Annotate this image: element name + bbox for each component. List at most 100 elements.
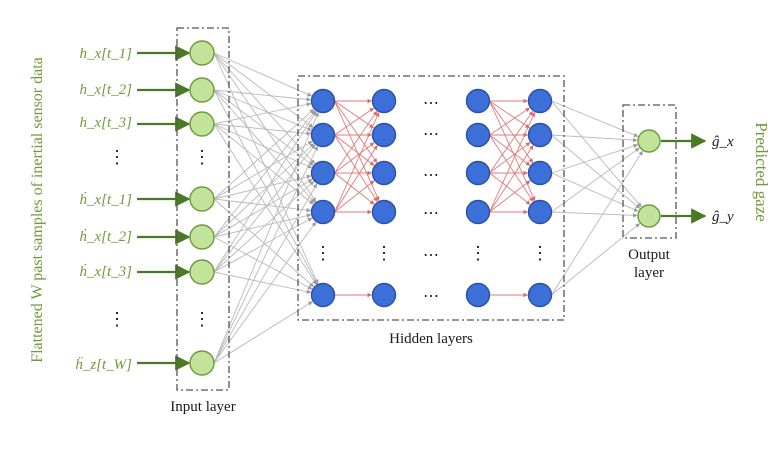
- conn-h0-0-h1-2: [334, 100, 378, 164]
- conn-in-0-h0-3: [213, 52, 317, 203]
- conn-in-6-h0-1: [213, 145, 319, 364]
- hidden-node-c2-r3: [371, 160, 397, 186]
- hidden-vdots-1: ⋮: [314, 243, 332, 263]
- input-layer-label: Input layer: [170, 399, 235, 415]
- conn-h2-0-h3-1: [489, 100, 531, 129]
- input-label-3: h_x[t_3]: [80, 115, 133, 131]
- input-node-ellipsis-1: ⋮: [193, 147, 211, 167]
- hidden-node-c2-r2: [371, 122, 397, 148]
- conn-h3-1-out-0: [551, 134, 638, 143]
- conn-h3-4-out-0: [551, 150, 643, 296]
- hidden-layers-box: [297, 75, 565, 321]
- hidden-node-c1-r1: [310, 88, 336, 114]
- input-ellipsis-1: ⋮: [108, 147, 126, 167]
- hidden-vdots-4: ⋮: [531, 243, 549, 263]
- hidden-hdots-5: ⋯: [423, 247, 439, 264]
- conn-h3-0-out-1: [551, 100, 642, 208]
- hidden-node-c4-r1: [527, 88, 553, 114]
- input-node-2: [189, 77, 215, 103]
- conn-in-6-h0-0: [213, 112, 319, 364]
- hidden-hdots-4: ⋯: [423, 205, 439, 222]
- output-layer-box: [622, 104, 677, 239]
- output-label-x: ĝ_x: [712, 134, 734, 150]
- conn-h2-3-h3-2: [489, 180, 531, 213]
- input-node-7: [189, 350, 215, 376]
- hidden-node-c1-r3: [310, 160, 336, 186]
- conn-in-5-h0-0: [213, 111, 317, 273]
- connections-layer: [137, 45, 643, 371]
- hidden-node-c2-r4: [371, 199, 397, 225]
- hidden-node-c1-r2: [310, 122, 336, 148]
- conn-in-0-h0-1: [213, 52, 314, 128]
- input-label-5: ḣ_x[t_2]: [80, 229, 133, 245]
- conn-in-2-h0-0: [213, 102, 312, 125]
- input-node-6: [189, 259, 215, 285]
- output-node-2: [637, 204, 661, 228]
- conn-h2-1-h3-0: [489, 107, 531, 136]
- conn-in-2-h0-4: [213, 123, 317, 285]
- input-node-ellipsis-2: ⋮: [193, 309, 211, 329]
- conn-in-1-h0-0: [213, 89, 312, 102]
- conn-in-6-h0-2: [213, 183, 318, 364]
- hidden-hdots-2: ⋯: [423, 126, 439, 143]
- conn-h3-3-out-0: [551, 147, 640, 213]
- input-node-4: [189, 186, 215, 212]
- hidden-node-c4-r2: [527, 122, 553, 148]
- conn-h2-2-h3-3: [489, 172, 531, 205]
- conn-in-6-h0-4: [213, 301, 313, 364]
- hidden-node-c3-r2: [465, 122, 491, 148]
- conn-h2-0-h3-2: [489, 100, 534, 164]
- hidden-node-c1-r5: [310, 282, 336, 308]
- conn-h3-2-out-0: [551, 143, 639, 174]
- hidden-node-c2-r5: [371, 282, 397, 308]
- input-node-3: [189, 111, 215, 137]
- conn-h2-1-h3-3: [489, 134, 534, 202]
- side-label-right: Predicted gaze: [752, 122, 771, 222]
- conn-h0-1-h1-0: [334, 107, 375, 136]
- input-label-1: h_x[t_1]: [80, 46, 133, 62]
- output-layer-label-line1: Output: [628, 247, 671, 263]
- hidden-node-c4-r3: [527, 160, 553, 186]
- hidden-hdots-6: ⋯: [423, 288, 439, 305]
- input-layer-box: [176, 27, 230, 391]
- conn-in-3-h0-1: [213, 140, 313, 200]
- conn-in-4-h0-2: [213, 178, 313, 238]
- conn-h0-3-h1-0: [334, 112, 380, 213]
- conn-h0-1-h1-3: [334, 134, 378, 202]
- conn-in-4-h0-1: [213, 143, 315, 238]
- conn-h0-2-h1-0: [334, 110, 378, 174]
- hidden-node-c3-r4: [465, 199, 491, 225]
- conn-in-2-h0-1: [213, 123, 312, 136]
- input-node-5: [189, 224, 215, 250]
- input-label-2: h_x[t_2]: [80, 82, 133, 98]
- conn-h0-0-h1-1: [334, 100, 375, 129]
- input-label-6: ḣ_x[t_3]: [80, 264, 133, 280]
- input-labels: h_x[t_1] h_x[t_2] h_x[t_3] ⋮ ḣ_x[t_1] ḣ_…: [75, 46, 132, 373]
- conn-in-3-h0-2: [213, 174, 312, 200]
- hidden-node-c3-r5: [465, 282, 491, 308]
- hidden-layers-label: Hidden layers: [389, 331, 473, 347]
- hidden-node-c1-r4: [310, 199, 336, 225]
- conn-h3-1-out-1: [551, 134, 641, 209]
- conn-h2-3-h3-1: [489, 145, 534, 213]
- conn-h2-2-h3-0: [489, 110, 534, 174]
- output-label-y: ĝ_y: [712, 209, 734, 225]
- conn-in-1-h0-2: [213, 89, 314, 166]
- nodes-layer: [189, 40, 661, 376]
- hidden-node-c4-r4: [527, 199, 553, 225]
- side-label-left: Flattened W past samples of inertial sen…: [29, 57, 46, 363]
- conn-in-6-h0-3: [213, 221, 317, 364]
- conn-h0-3-h1-1: [334, 145, 378, 213]
- input-label-7: ḧ_z[t_W]: [75, 356, 132, 373]
- hidden-node-c4-r5: [527, 282, 553, 308]
- conn-h3-3-out-1: [551, 211, 638, 218]
- hidden-vdots-2: ⋮: [375, 243, 393, 263]
- conn-h0-2-h1-1: [334, 142, 375, 174]
- conn-h0-3-h1-2: [334, 180, 375, 213]
- hidden-node-c3-r1: [465, 88, 491, 114]
- hidden-hdots-3: ⋯: [423, 167, 439, 184]
- conn-h0-2-h1-3: [334, 172, 375, 205]
- conn-in-3-h0-0: [213, 109, 315, 200]
- conn-in-3-h0-3: [213, 198, 312, 213]
